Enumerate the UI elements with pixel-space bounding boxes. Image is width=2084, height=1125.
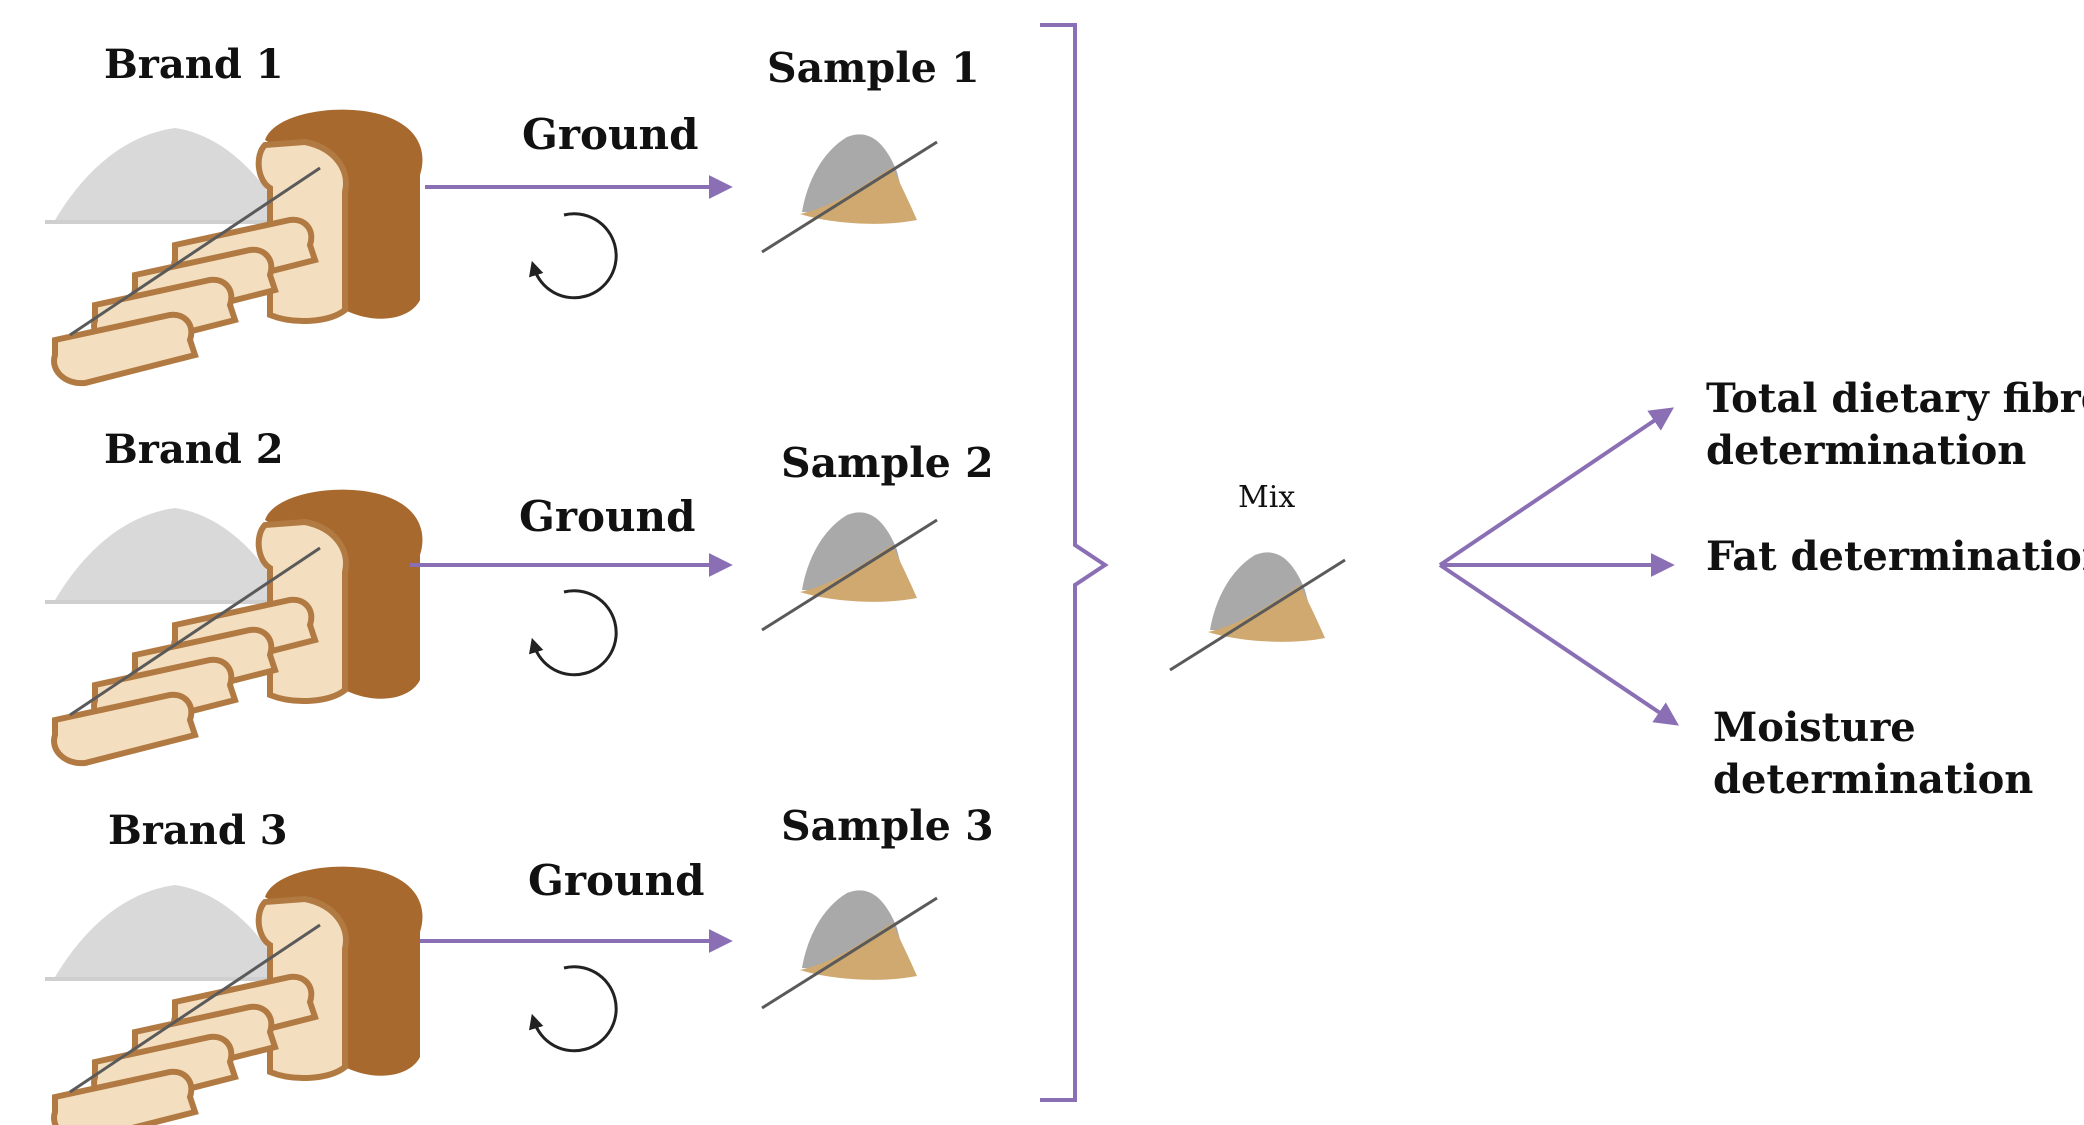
process-label: Ground [528,856,704,905]
mixed-powder-icon [1168,550,1347,672]
fibre-label-line1: Total dietary fibre [1706,375,2084,422]
fat-label: Fat determination [1706,533,2084,580]
powder-sample-icon [760,510,939,632]
outputs: Total dietary fibre determination Fat de… [1706,375,2084,803]
arrow-to-fibre [1438,407,1674,567]
process-label: Ground [519,492,695,541]
powder-sample-icon [760,888,939,1010]
sample-label: Sample 1 [767,44,980,92]
bread-loaf-icon [45,110,422,384]
brand-label: Brand 2 [104,426,284,473]
arrow-to-moisture [1438,563,1679,726]
brand-2-row: Brand 2 Ground Sample 2 [45,426,994,763]
grinding-rotation-icon [529,965,618,1053]
brand-1-row: Brand 1 Ground Sample 1 [45,41,980,383]
fibre-label-line2: determination [1706,427,2026,474]
mix-group: Mix [1168,480,1347,672]
grinding-rotation-icon [529,589,618,677]
brand-label: Brand 1 [104,41,284,88]
sample-label: Sample 3 [781,802,994,850]
moisture-label-line2: determination [1713,756,2033,803]
sample-label: Sample 2 [781,439,994,487]
process-label: Ground [522,110,698,159]
bread-loaf-icon [45,490,422,764]
grinding-rotation-icon [529,212,618,300]
bread-loaf-icon [45,867,422,1125]
powder-sample-icon [760,132,939,254]
mix-label: Mix [1238,480,1295,515]
brand-3-row: Brand 3 Ground Sample 3 [45,802,994,1125]
moisture-label-line1: Moisture [1713,704,1916,751]
grouping-brace [1040,23,1109,1102]
brand-label: Brand 3 [108,807,288,854]
